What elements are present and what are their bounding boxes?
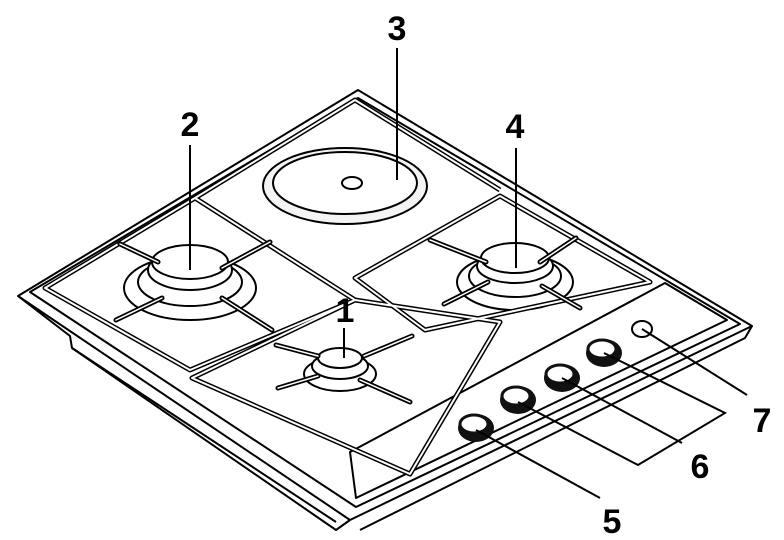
- grate-crossbars-inner: [115, 237, 581, 403]
- label-1: 1: [336, 292, 355, 330]
- hot-plate: [262, 147, 428, 225]
- label-5: 5: [603, 503, 622, 540]
- label-6: 6: [691, 448, 710, 486]
- leader-7: [641, 328, 748, 396]
- leader-6-b: [561, 377, 683, 444]
- pan-support-inner: [44, 99, 651, 475]
- leader-6-a: [517, 352, 728, 467]
- burner-front: [303, 347, 377, 392]
- leader-5: [475, 429, 601, 499]
- label-2: 2: [181, 106, 200, 144]
- knob-2[interactable]: [500, 385, 536, 414]
- leader-lines: [189, 48, 748, 499]
- label-7: 7: [753, 402, 772, 440]
- control-strip: [349, 282, 728, 499]
- label-3: 3: [388, 10, 407, 48]
- label-4: 4: [506, 108, 525, 146]
